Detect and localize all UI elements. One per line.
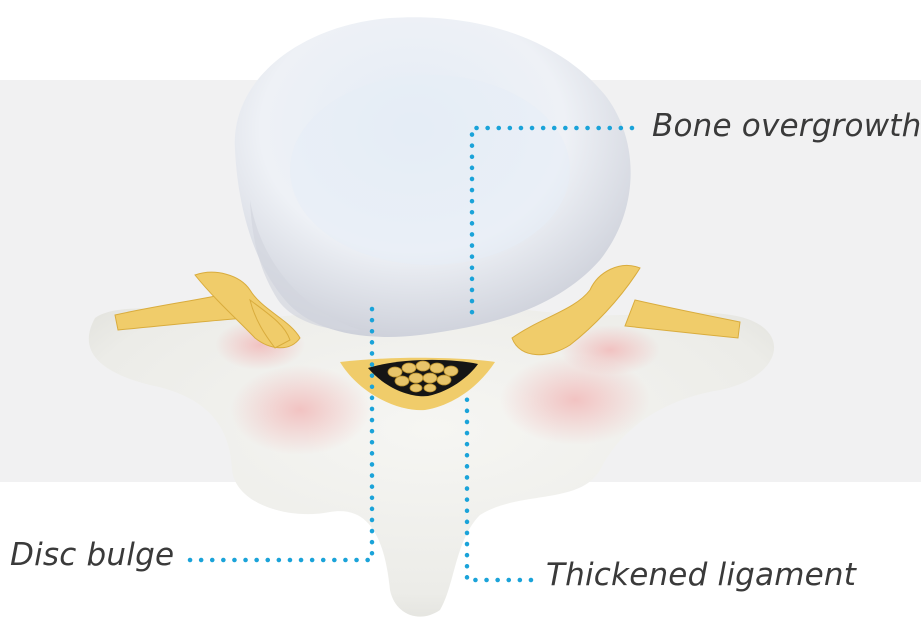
label-bone-overgrowth: Bone overgrowth: [652, 108, 921, 144]
intervertebral-disc: [235, 17, 631, 337]
label-disc-bulge: Disc bulge: [10, 537, 174, 573]
inflammation-left: [230, 365, 370, 455]
label-thickened-ligament: Thickened ligament: [546, 557, 856, 593]
